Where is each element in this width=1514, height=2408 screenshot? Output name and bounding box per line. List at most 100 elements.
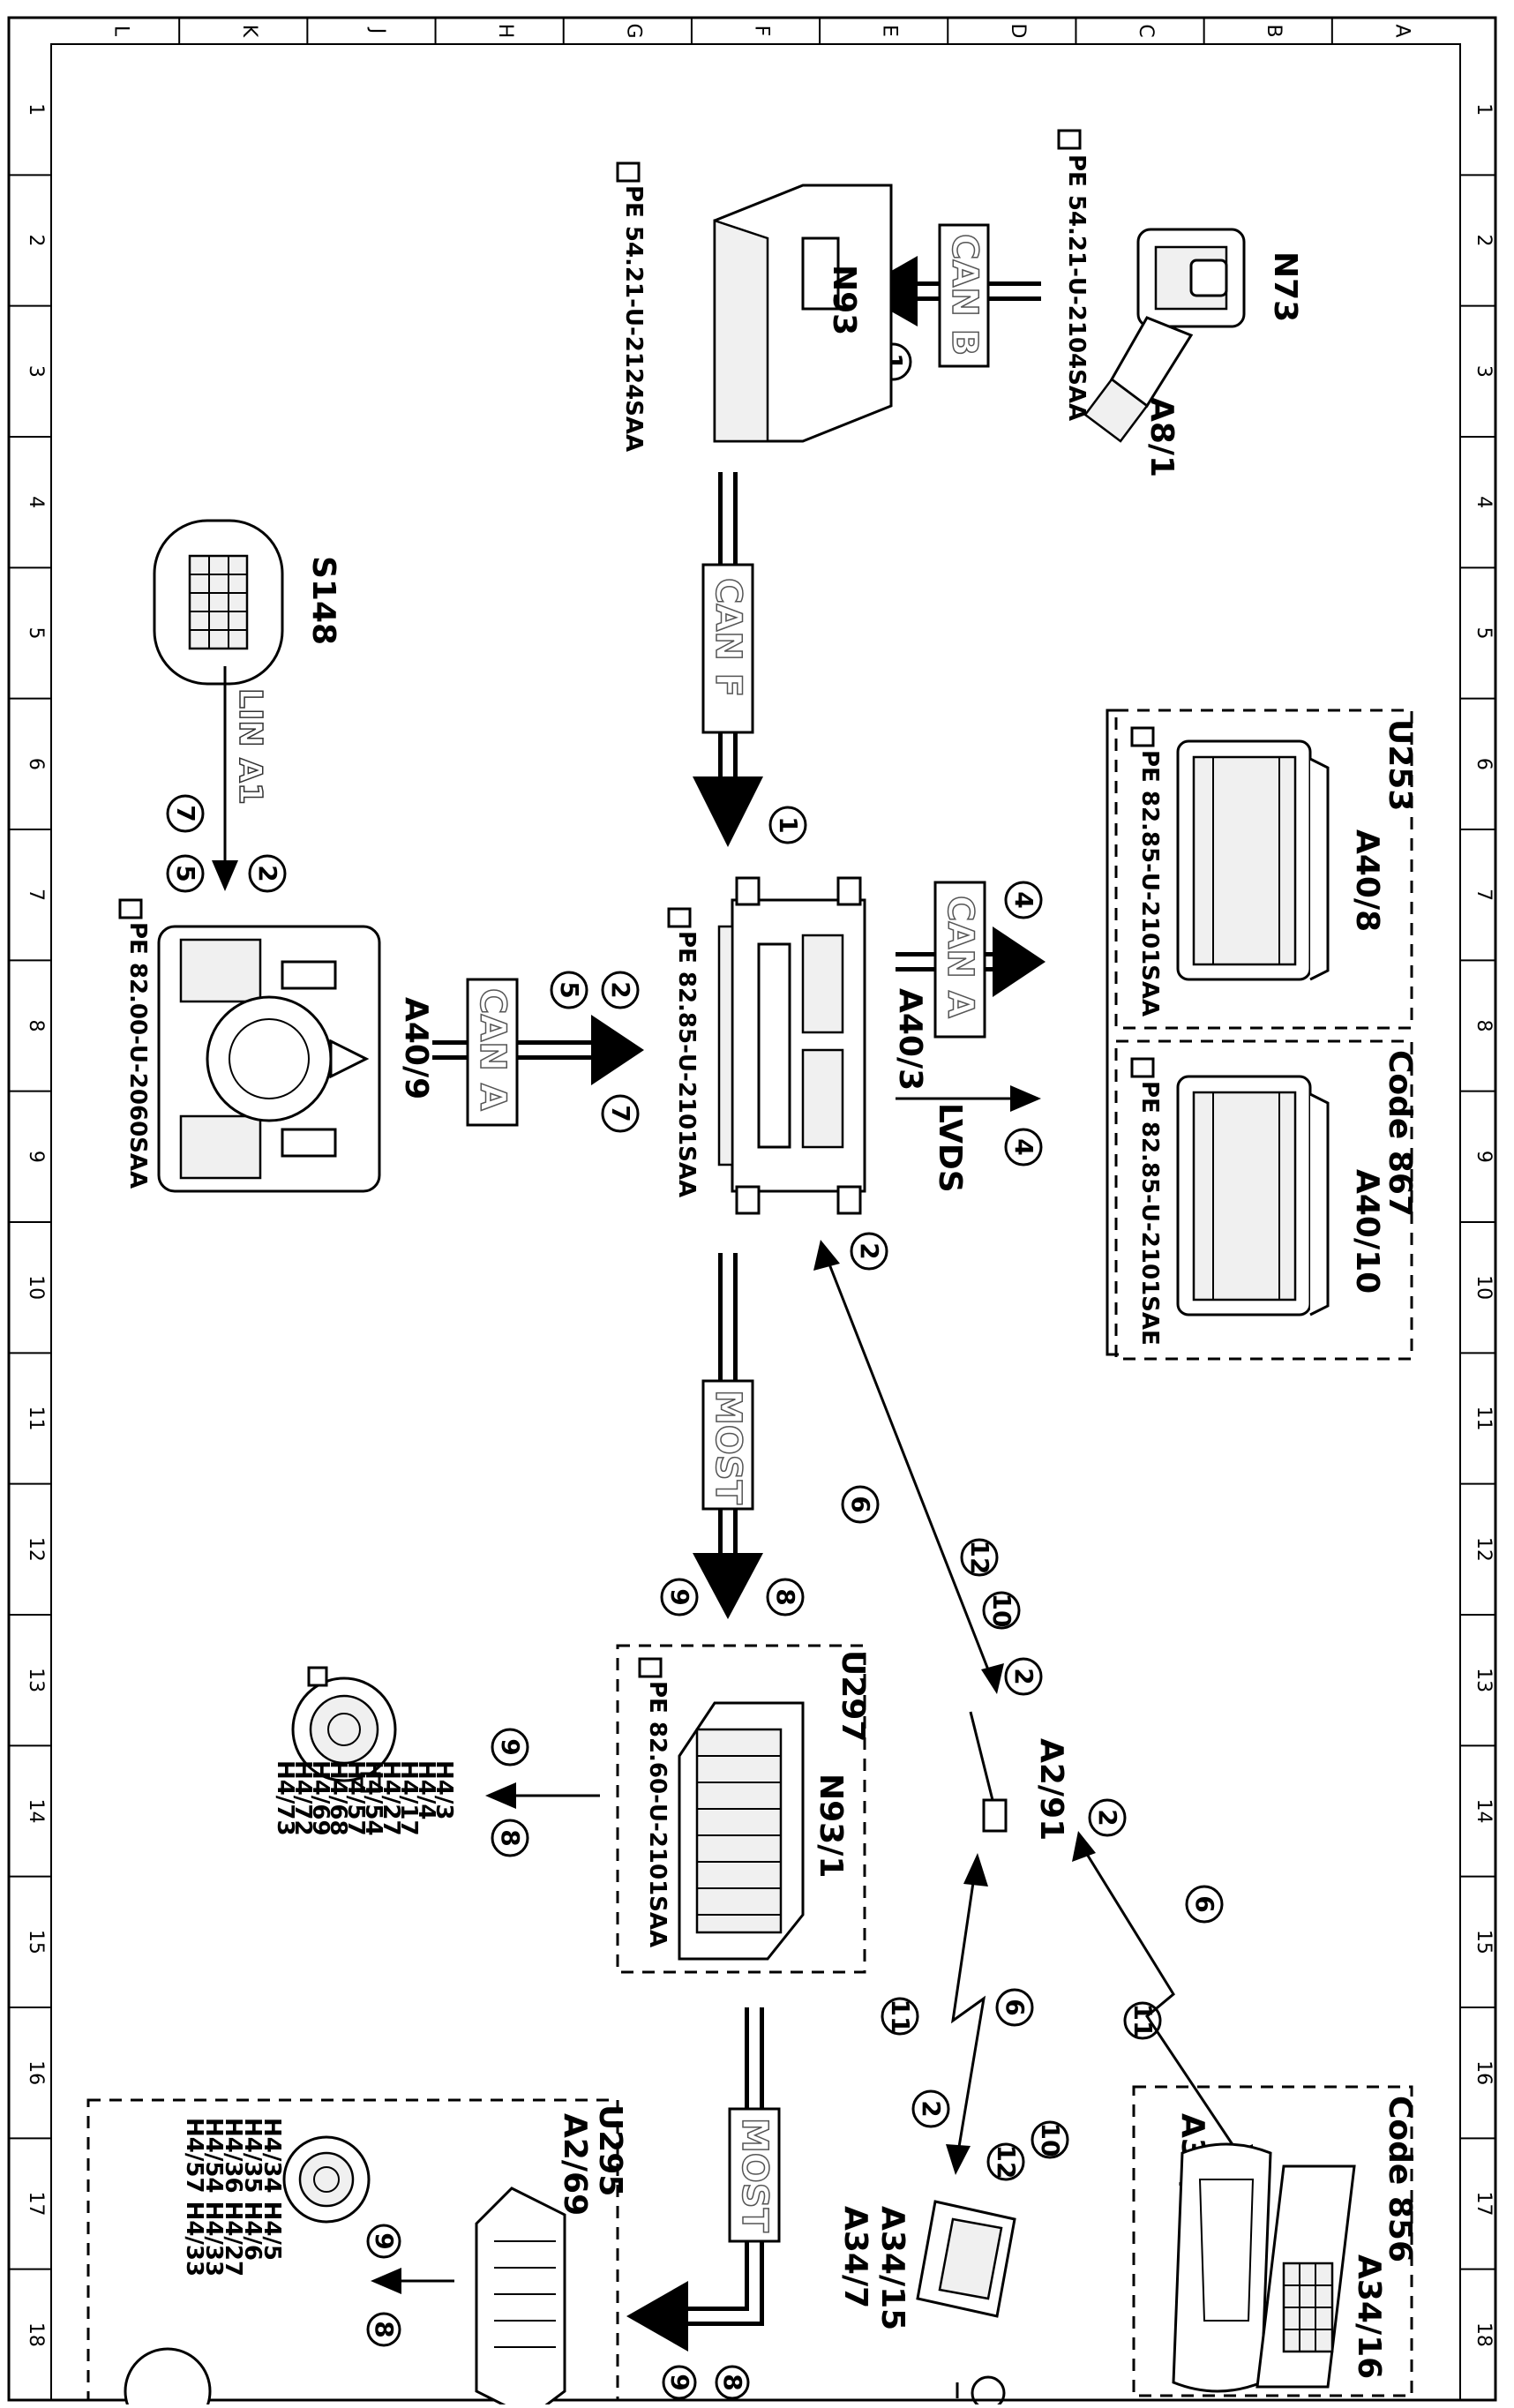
label-a2-69: A2/69 <box>557 2113 593 2216</box>
pe-icon <box>1057 129 1082 150</box>
label-a40-9: A40/9 <box>398 997 434 1099</box>
a34-13-phone <box>1172 2142 1272 2393</box>
label-s148: S148 <box>305 556 341 645</box>
row-label: 15 <box>25 1930 47 1954</box>
row-label: 1 <box>25 103 47 116</box>
label-a34-16: A34/16 <box>1351 2254 1387 2379</box>
a40-3-head-unit <box>717 876 866 1215</box>
u297-box <box>616 1644 866 1974</box>
marker-7-can-a: 7 <box>606 1105 635 1121</box>
label-a34-15: A34/15 <box>874 2206 911 2330</box>
marker-8-most-2: 8 <box>718 2374 747 2390</box>
link-a40-3-a2-91 <box>823 1252 994 1682</box>
label-n93-1: N93/1 <box>813 1774 849 1878</box>
marker-2-code-856: 2 <box>1093 1809 1122 1826</box>
label-a2-91: A2/91 <box>1033 1738 1069 1841</box>
marker-9-speakers: 9 <box>496 1738 525 1755</box>
lin-arrowhead <box>212 860 238 891</box>
speaker-id: H4/17 <box>395 1760 422 1836</box>
row-label: 13 <box>25 1668 47 1692</box>
column-label: H <box>494 24 516 39</box>
speaker-id: H4/73 <box>272 1760 298 1836</box>
n93-module <box>713 184 893 443</box>
row-label: 4 <box>1473 496 1495 508</box>
a34-16-phone <box>1255 2164 1356 2389</box>
marker-4-lvds: 4 <box>1009 1138 1038 1155</box>
row-label: 10 <box>1473 1275 1495 1300</box>
arrowhead <box>963 1853 988 1887</box>
label-u297: U297 <box>835 1650 871 1742</box>
label-n73: N73 <box>1267 251 1303 322</box>
arrowhead <box>1072 1831 1096 1862</box>
code-867-box <box>1114 1039 1413 1361</box>
arrowhead <box>981 1663 1004 1694</box>
row-label: 17 <box>25 2192 47 2217</box>
can-a-right-arrowhead <box>993 926 1046 997</box>
marker-6-link: 6 <box>846 1496 875 1512</box>
can-f-arrowhead <box>693 776 763 847</box>
ref-a40-3: PE 82.85-U-2101SAA <box>673 931 700 1197</box>
marker-2-lin: 2 <box>253 865 282 881</box>
most-1-bar <box>701 1379 754 1511</box>
row-label: 3 <box>1473 365 1495 378</box>
arrowhead <box>946 2144 971 2175</box>
u253-box <box>1114 709 1413 1030</box>
speaker-id: H4/54 <box>360 1760 386 1836</box>
can-a-left-label: CAN A <box>472 988 513 1111</box>
column-label: E <box>879 25 901 37</box>
label-a40-8: A40/8 <box>1349 829 1385 932</box>
marker-12-link: 12 <box>965 1541 994 1575</box>
marker-1-can-f: 1 <box>774 816 803 833</box>
marker-9-most: 9 <box>665 1588 694 1605</box>
speakers-u295-arrowhead <box>371 2268 401 2294</box>
speakers-u297-arrowhead <box>485 1782 516 1809</box>
row-label: 10 <box>25 1275 47 1300</box>
row-label: 9 <box>1473 1151 1495 1163</box>
row-label: 9 <box>25 1151 47 1163</box>
speaker-icon <box>282 2135 371 2224</box>
link-a2-91-a34-15 <box>951 1870 986 2158</box>
row-label: 4 <box>25 496 47 508</box>
lvds-label: LVDS <box>932 1103 968 1193</box>
marker-9-u295: 9 <box>370 2232 399 2249</box>
speaker-list-u297: H4/3H4/4H4/17H4/27H4/54H4/57H4/68H4/69H4… <box>272 1760 457 1836</box>
can-b-label: CAN B <box>944 234 985 356</box>
marker-2-a34: 2 <box>917 2100 946 2117</box>
marker-9-most-2: 9 <box>665 2374 694 2390</box>
label-a34-7: A34/7 <box>837 2206 873 2308</box>
most-2-label: MOST <box>734 2118 775 2233</box>
speaker-id: H4/34 H4/5 <box>259 2118 285 2261</box>
most-1-label: MOST <box>708 1390 748 1505</box>
can-f-label: CAN F <box>708 578 748 697</box>
marker-8-speakers: 8 <box>496 1829 525 1846</box>
speaker-id: H4/36 H4/27 <box>220 2118 246 2277</box>
speaker-icon <box>124 2347 212 2408</box>
row-label: 17 <box>1473 2192 1495 2217</box>
marker-2-a2-91: 2 <box>1009 1668 1038 1684</box>
speaker-icon <box>291 1666 397 1793</box>
row-label: 3 <box>25 365 47 378</box>
row-label: 12 <box>25 1537 47 1562</box>
column-label: D <box>1007 24 1029 39</box>
marker-11-a34: 11 <box>886 1999 915 2034</box>
most-2-bar <box>728 2107 781 2243</box>
row-label: 18 <box>25 2322 47 2347</box>
marker-5-can-a: 5 <box>555 981 584 998</box>
marker-6-code-856: 6 <box>1190 1895 1219 1912</box>
label-n93: N93 <box>826 265 862 335</box>
speaker-id: H4/4 <box>413 1760 439 1819</box>
speaker-id: H4/57 H4/33 <box>181 2118 207 2277</box>
row-label: 6 <box>1473 758 1495 770</box>
ref-n93: PE 54.21-U-2124SAA <box>620 185 647 452</box>
can-b-bar <box>938 223 990 368</box>
a34-15-charger <box>916 2200 1016 2318</box>
marker-5-lin: 5 <box>171 865 200 881</box>
n73-ignition-lock <box>1083 228 1246 443</box>
speaker-id: H4/69 <box>307 1760 334 1836</box>
speaker-id: H4/27 <box>378 1760 404 1836</box>
can-a-right-bar <box>933 881 986 1039</box>
row-label: 18 <box>1473 2322 1495 2347</box>
column-label: G <box>622 23 644 38</box>
row-label: 5 <box>25 627 47 640</box>
row-label: 5 <box>1473 627 1495 640</box>
